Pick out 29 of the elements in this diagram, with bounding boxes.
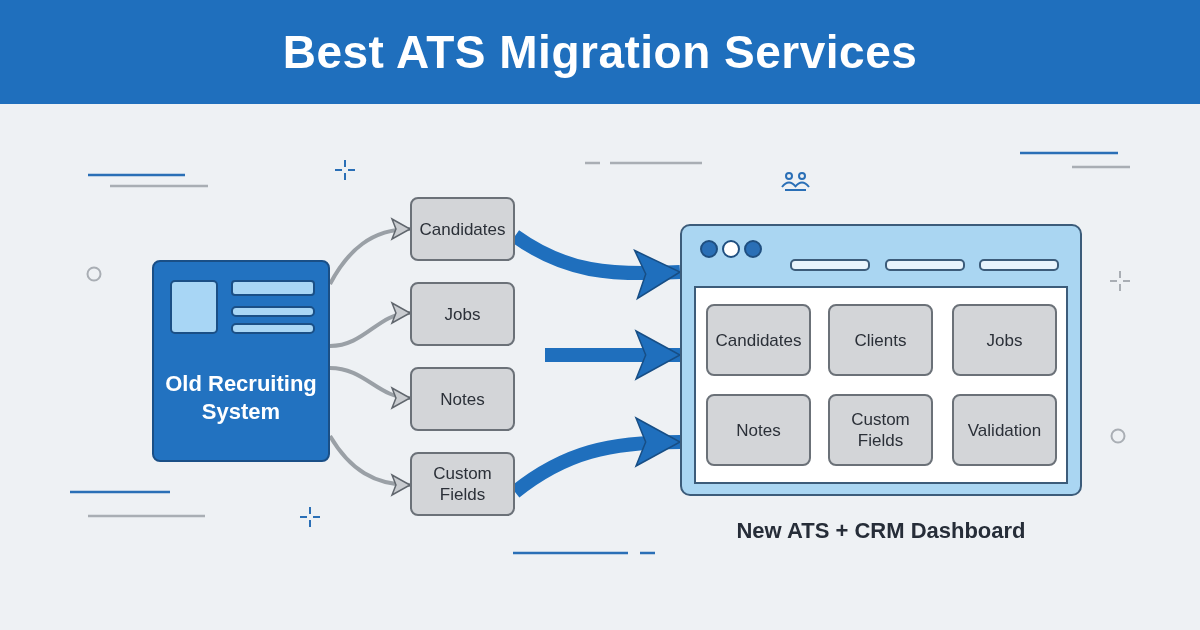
data-label: Clients [853, 329, 908, 351]
data-box [410, 282, 515, 346]
data-label: Candidates [418, 218, 507, 240]
arrow [329, 303, 411, 348]
module-tile [952, 304, 1057, 376]
module-tile [828, 304, 933, 376]
data-label: Candidates [714, 329, 803, 351]
data-label: Custom Fields [850, 409, 911, 451]
module-tile [706, 304, 811, 376]
data-label: Jobs [443, 303, 482, 325]
title: Best ATS Migration Services [282, 25, 918, 79]
data-label: Notes [735, 419, 782, 441]
data-label: Notes [439, 388, 486, 410]
data-box [410, 197, 515, 261]
module-tile [706, 394, 811, 466]
arrow [545, 330, 681, 380]
data-label: Validation [966, 419, 1043, 441]
system-label: Old Recruiting System [164, 370, 318, 426]
module-tile [952, 394, 1057, 466]
arrow [328, 219, 411, 285]
data-label: Custom Fields [432, 463, 493, 505]
data-box [410, 452, 515, 516]
arrow [329, 366, 411, 408]
system-card [152, 260, 330, 462]
data-label: Jobs [985, 329, 1024, 351]
dashboard-caption: New ATS + CRM Dashboard [735, 518, 1027, 544]
data-box [410, 367, 515, 431]
module-tile [828, 394, 933, 466]
arrow [328, 434, 411, 496]
